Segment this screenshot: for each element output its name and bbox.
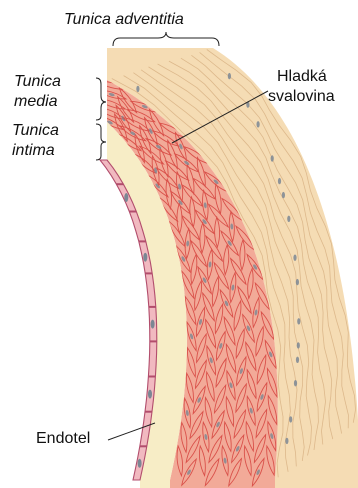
smooth-muscle-label-line2: svalovina: [268, 88, 335, 106]
fibroblast-nucleus: [278, 178, 281, 184]
endothelial-nucleus: [124, 193, 128, 202]
intima-label-line2: intima: [12, 142, 55, 160]
endothelial-nucleus: [138, 459, 142, 468]
fibroblast-nucleus: [228, 73, 231, 79]
fibroblast-nucleus: [294, 380, 297, 386]
media-bracket: [96, 78, 106, 120]
media-label-line1: Tunica: [14, 73, 61, 91]
fibroblast-nucleus: [271, 155, 274, 161]
fibroblast-nucleus: [136, 86, 139, 92]
adventitia-label: Tunica adventitia: [64, 11, 184, 29]
fibroblast-nucleus: [285, 438, 288, 444]
endothelium-label: Endotel: [36, 430, 90, 448]
fibroblast-nucleus: [296, 357, 299, 363]
intima-label-line1: Tunica: [12, 122, 59, 140]
media-label-line2: media: [14, 93, 58, 111]
endothelial-nucleus: [148, 390, 152, 399]
fibroblast-nucleus: [296, 279, 299, 285]
fibroblast-nucleus: [289, 416, 292, 422]
endothelial-nucleus: [143, 253, 147, 262]
smooth-muscle-label-line1: Hladká: [277, 68, 327, 86]
fibroblast-nucleus: [257, 121, 260, 127]
fibroblast-nucleus: [282, 192, 285, 198]
intima-bracket: [96, 124, 106, 160]
fibroblast-nucleus: [297, 318, 300, 324]
adventitia-bracket: [113, 32, 219, 46]
endothelial-nucleus: [151, 320, 155, 329]
fibroblast-nucleus: [297, 342, 300, 348]
fibroblast-nucleus: [293, 255, 296, 261]
fibroblast-nucleus: [287, 216, 290, 222]
